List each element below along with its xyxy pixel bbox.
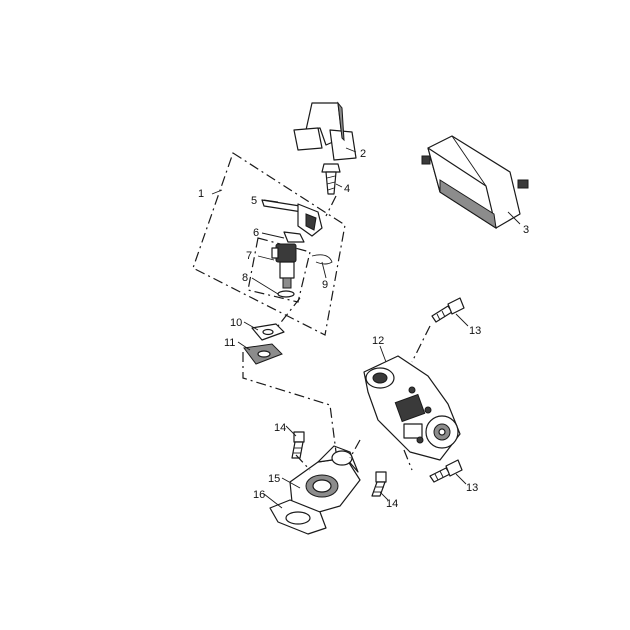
- bolt-part-14-left[interactable]: [291, 431, 305, 459]
- callout-14-left: 14: [274, 422, 286, 434]
- callout-13-lower: 13: [466, 482, 478, 494]
- clip-part-6[interactable]: [283, 231, 305, 243]
- callout-4: 4: [344, 183, 350, 195]
- bolt-part-13-upper[interactable]: [431, 297, 465, 323]
- leader-lines: [211, 147, 521, 509]
- gasket-part-10[interactable]: [251, 323, 285, 341]
- callout-13-upper: 13: [469, 325, 481, 337]
- connector-cover-part[interactable]: [293, 101, 357, 161]
- callout-5: 5: [251, 195, 257, 207]
- canister-part[interactable]: [421, 135, 529, 230]
- bolt-part-13-lower[interactable]: [429, 459, 463, 483]
- retaining-clip-part[interactable]: [311, 254, 333, 265]
- callout-9: 9: [322, 279, 328, 291]
- bolt-part-4[interactable]: [321, 163, 341, 195]
- callout-6: 6: [253, 227, 259, 239]
- intake-flange-part[interactable]: [289, 445, 361, 515]
- callout-10: 10: [230, 317, 242, 329]
- callout-14-right: 14: [386, 498, 398, 510]
- callout-16: 16: [253, 489, 265, 501]
- assembly-1-frame: [192, 152, 346, 336]
- callout-2: 2: [360, 148, 366, 160]
- callout-3: 3: [523, 224, 529, 236]
- callout-11: 11: [224, 337, 235, 349]
- callout-1: 1: [198, 188, 204, 200]
- o-ring-part[interactable]: [277, 290, 295, 298]
- flange-gasket-part[interactable]: [269, 499, 327, 535]
- assembly-lines: [242, 195, 431, 471]
- bolt-part-14-right[interactable]: [371, 471, 387, 497]
- callout-12: 12: [372, 335, 384, 347]
- fuel-injector-part[interactable]: [271, 243, 297, 289]
- throttle-body-part[interactable]: [363, 355, 461, 461]
- callout-15: 15: [268, 473, 280, 485]
- callout-7: 7: [246, 250, 252, 262]
- callout-8: 8: [242, 272, 248, 284]
- gasket-part-11[interactable]: [243, 343, 283, 365]
- fuel-feed-pipe-part[interactable]: [261, 199, 323, 237]
